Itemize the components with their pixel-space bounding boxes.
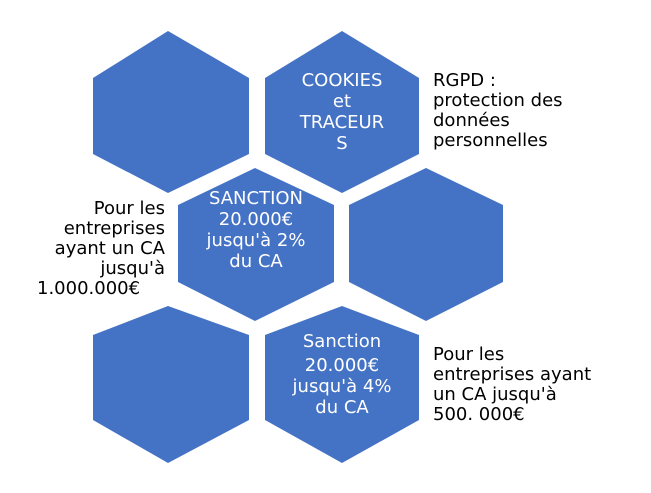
hexagon-cookies (265, 31, 419, 193)
sanction-4-percent-body: 20.000€ jusqu'à 4% du CA (292, 355, 392, 418)
ca-500k-label: Pour les entreprises ayant un CA jusqu'à… (433, 344, 592, 425)
hexagon-top-left (93, 31, 249, 193)
rgpd-label: RGPD : protection des données personnell… (433, 70, 563, 151)
sanction-2-percent-label: SANCTION 20.000€ jusqu'à 2% du CA (206, 188, 306, 272)
ca-1-million-label: Pour les entreprises ayant un CA jusqu'à… (37, 198, 165, 299)
cookies-label: COOKIES et TRACEURS (299, 70, 385, 154)
hexagon-sanction-2-percent (178, 168, 334, 321)
hexagon-middle-right (349, 168, 503, 321)
hexagon-sanction-4-percent (265, 306, 419, 463)
sanction-4-percent-title: Sanction (302, 331, 382, 352)
hexagon-bottom-left (93, 306, 249, 463)
